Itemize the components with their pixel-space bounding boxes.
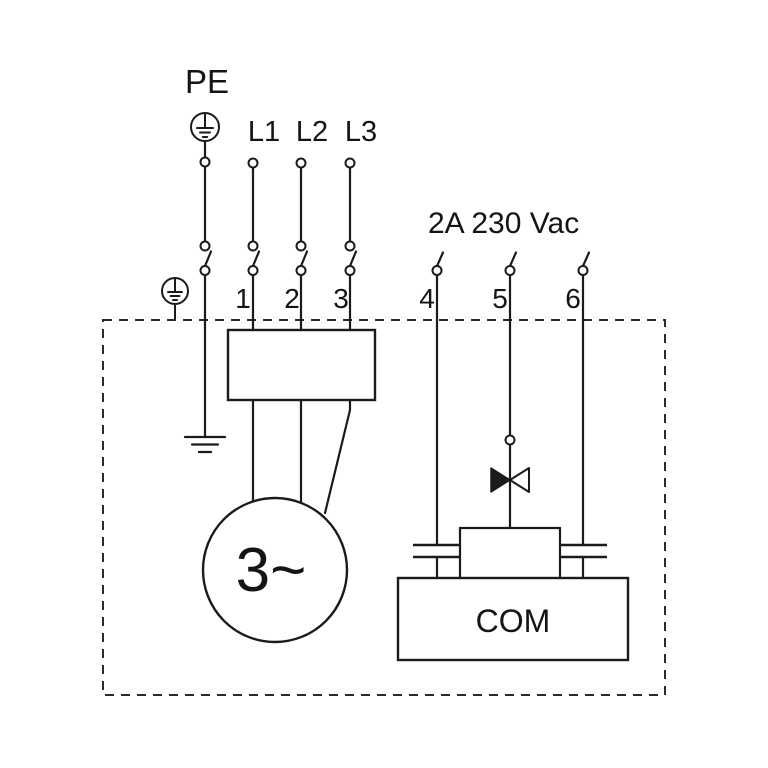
motor-wire-w [323, 398, 352, 515]
l3-connector-female [344, 265, 356, 276]
l1-column: L1 1 [235, 116, 280, 332]
l3-column: L3 3 [333, 116, 377, 332]
triac-triangle-open [509, 467, 530, 493]
ground-icon [183, 435, 227, 454]
l3-connector-tick [348, 250, 358, 268]
t5-terminal [504, 265, 516, 276]
earth-circle-icon [190, 112, 220, 142]
pe-connector-male [199, 240, 211, 252]
t6-terminal [577, 265, 589, 276]
l1-label: L1 [248, 116, 280, 148]
l1-connector-female [247, 265, 259, 276]
terminal-5-column: 5 [458, 251, 562, 580]
l2-terminal-top [295, 157, 307, 169]
t4-terminal [431, 265, 443, 276]
l2-label: L2 [296, 116, 328, 148]
motor-label: 3~ [236, 536, 307, 605]
terminal-3-number: 3 [333, 283, 349, 314]
l2-connector-female [295, 265, 307, 276]
l3-label: L3 [345, 116, 377, 148]
capacitor-icon-right [559, 543, 607, 559]
l1-connector-male [247, 240, 259, 252]
motor-circle [201, 496, 349, 644]
pe-connector-tick [203, 250, 213, 268]
pe-terminal-top [199, 156, 211, 168]
pe-connector-female [199, 265, 211, 276]
terminal-block [226, 328, 377, 402]
triac-icon [490, 467, 530, 493]
com-box [396, 576, 630, 662]
terminal-2-number: 2 [284, 283, 300, 314]
t5-tap-node [504, 434, 516, 446]
terminal-4-column: 4 [413, 251, 461, 580]
terminal-6-column: 6 [559, 251, 607, 580]
l3-connector-male [344, 240, 356, 252]
t5-connector-tick [508, 251, 518, 268]
terminal-6-number: 6 [565, 283, 581, 314]
com-label: COM [476, 603, 551, 639]
terminal-1-number: 1 [235, 283, 251, 314]
terminal-4-number: 4 [419, 283, 435, 314]
motor-symbol: 3~ [201, 496, 349, 644]
pe-column: PE [183, 63, 229, 454]
l1-connector-tick [251, 250, 261, 268]
l2-column: L2 2 [284, 116, 328, 332]
triac-triangle-filled [490, 467, 511, 493]
enclosure-outline [102, 319, 666, 696]
enclosure-earth-icon [161, 277, 189, 320]
l2-connector-tick [299, 250, 309, 268]
terminal-5-number: 5 [492, 283, 508, 314]
l1-terminal-top [247, 157, 259, 169]
pe-label: PE [185, 63, 229, 100]
rating-label: 2A 230 Vac [428, 207, 579, 240]
com-module: COM [396, 576, 630, 662]
l3-terminal-top [344, 157, 356, 169]
t4-connector-tick [435, 251, 445, 268]
l2-connector-male [295, 240, 307, 252]
capacitor-icon-left [413, 543, 461, 559]
t6-connector-tick [581, 251, 591, 268]
